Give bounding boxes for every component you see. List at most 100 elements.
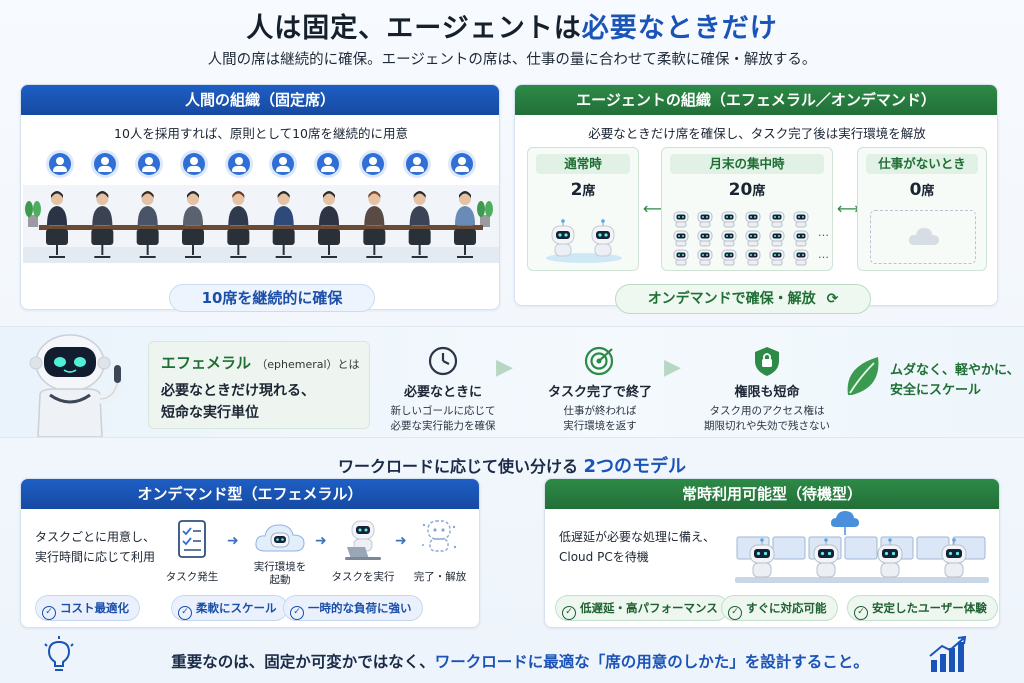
robot-fading-icon [422,520,457,552]
state-normal: 通常時 2席 [527,147,639,271]
person-avatar-icon [182,153,205,175]
person-seated [136,191,159,258]
ephemeral-term: エフェメラル （ephemeral）とは [161,354,360,372]
feature-desc: 仕事が終われば実行環境を返す [563,405,637,432]
always-on-model-title: 常時利用可能型（待機型） [545,479,999,509]
avatar-row [49,153,473,175]
person-seated [46,191,68,258]
more-ellipsis-1: … [818,226,829,239]
check-icon: ✓ [728,606,742,620]
ephemeral-description: 必要なときだけ現れる、短命な実行単位 [161,383,315,421]
person-avatar-icon [49,153,71,175]
step-task-occur: タスク発生 [165,571,219,583]
agent-panel-subtitle: 必要なときだけ席を確保し、タスク完了後は実行環境を解放 [588,126,926,141]
robot-standby-icon [941,538,967,578]
state-idle: 仕事がないとき 0席 [857,147,987,271]
robot-small-icon [697,211,713,228]
check-icon: ✓ [854,606,868,620]
chevron-right-icon: ▶ [664,355,681,380]
robot-laptop-icon [345,520,381,560]
state-peak-label: 月末の集中時 [670,154,824,174]
cloud-icon [908,228,939,245]
cloud-icon [831,511,859,527]
refresh-icon: ⟳ [826,291,839,307]
check-icon: ✓ [42,606,56,620]
person-seated [363,191,386,258]
robot-mascot-icon [29,334,123,437]
robot-small-icon [745,230,761,247]
robot-grid-icon [673,211,809,266]
robot-small-icon [793,249,809,266]
person-seated [91,191,114,258]
ondemand-model-desc: タスクごとに用意し、実行時間に応じて利用 [35,530,156,564]
chip-instant: ✓すぐに対応可能 [721,595,838,621]
state-idle-label: 仕事がないとき [866,154,978,174]
state-normal-count: 2席 [570,180,596,200]
robot-small-icon [721,230,737,247]
feature-short-permission: 権限も短命 タスク用のアクセス権は期限切れや失効で残さない [692,345,842,434]
chip-low-latency: ✓低遅延・高パフォーマンス [555,595,729,621]
person-avatar-icon [272,153,295,175]
monitor [844,536,878,560]
chip-stable-ux: ✓安定したユーザー体験 [847,595,998,621]
lightbulb-icon [44,636,74,671]
monitor [772,536,806,560]
robot-small-icon [793,230,809,247]
robot-small-icon [721,211,737,228]
empty-slot [870,210,976,264]
person-seated [272,191,295,258]
person-seated [182,191,204,258]
checklist-icon [178,520,206,558]
clock-icon [428,346,458,376]
feature-desc: 新しいゴールに応じて必要な実行能力を確保 [390,405,496,432]
chip-scale: ✓柔軟にスケール [171,595,288,621]
always-on-model-desc: 低遅延が必要な処理に備え、Cloud PCを待機 [559,530,716,564]
person-avatar-icon [361,153,384,175]
step-run-task: タスクを実行 [331,571,395,583]
person-avatar-icon [316,153,339,175]
swap-arrow-icon: ⟷ [837,199,860,218]
feature-title: タスク完了で終了 [547,385,652,400]
page-subtitle: 人間の席は継続的に確保。エージェントの席は、仕事の量に合わせて柔軟に確保・解放す… [207,52,817,68]
title-accent: 必要なときだけ [581,13,778,44]
office-scene-illustration [23,185,499,263]
growth-chart-icon [929,636,967,672]
human-panel-subtitle: 10人を採用すれば、原則として10席を継続的に用意 [114,126,408,141]
person-avatar-icon [450,153,473,175]
step-launch-env: 実行環境を起動 [253,561,307,586]
robot-pair-icon [546,219,622,263]
arrow-right-icon: ➜ [315,533,327,549]
ephemeral-band: エフェメラル （ephemeral）とは 必要なときだけ現れる、短命な実行単位 … [0,326,1024,438]
robot-small-icon [673,211,689,228]
robot-standby-icon [877,538,903,578]
step-complete-release: 完了・解放 [413,571,467,583]
robot-small-icon [697,249,713,266]
arrow-right-icon: ➜ [227,533,239,549]
state-idle-count: 0席 [909,180,935,200]
cloud-robot-icon [255,524,305,552]
ephemeral-summary: ムダなく、軽やかに、安全にスケール [890,363,1020,398]
footer-message: 重要なのは、固定か可変かではなく、ワークロードに最適な「席の用意のしかた」を設計… [171,653,869,671]
robot-small-icon [769,211,785,228]
robot-standby-icon [749,538,775,578]
arrow-right-icon: ➜ [395,533,407,549]
target-icon [584,346,614,376]
robot-small-icon [673,230,689,247]
leaf-icon [847,357,879,395]
person-seated [318,191,340,258]
person-avatar-icon [93,153,116,175]
ondemand-pill: オンデマンドで確保・解放 ⟳ [615,284,871,314]
state-peak-count: 20席 [728,180,766,200]
feature-task-end: タスク完了で終了 仕事が終われば実行環境を返す [530,345,670,434]
robot-small-icon [721,249,737,266]
ondemand-model-title: オンデマンド型（エフェメラル） [21,479,479,509]
state-peak: 月末の集中時 20席 … … [661,147,833,271]
person-seated [408,191,431,258]
robot-small-icon [793,211,809,228]
feature-title: 権限も短命 [734,385,800,400]
robot-small-icon [769,230,785,247]
robot-small-icon [769,249,785,266]
agent-panel-title: エージェントの組織（エフェメラル／オンデマンド） [515,85,997,115]
page-title: 人は固定、エージェントは必要なときだけ [0,6,1024,45]
chip-burst: ✓一時的な負荷に強い [283,595,423,621]
